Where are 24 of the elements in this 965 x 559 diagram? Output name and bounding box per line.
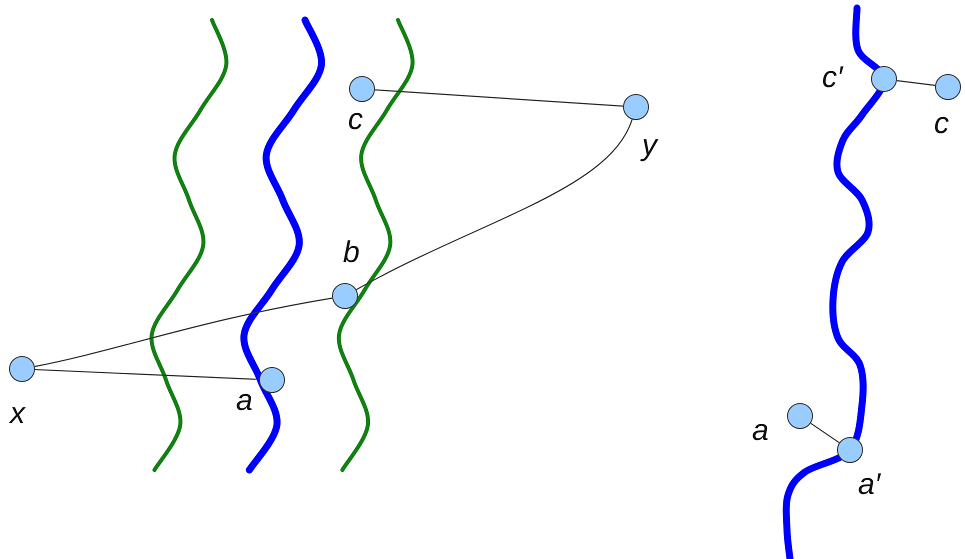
point-label: a′ (858, 470, 880, 500)
point-marker (871, 66, 897, 92)
point-marker (623, 94, 649, 120)
connecting-line (374, 89, 624, 107)
point-marker (837, 437, 863, 463)
connecting-line (810, 422, 840, 444)
point-label: a (752, 416, 769, 446)
point-marker (259, 367, 285, 393)
point-label: c (348, 105, 363, 135)
connecting-line (356, 119, 633, 290)
point-marker (332, 283, 358, 309)
point-label: y (642, 131, 657, 161)
point-marker (9, 356, 35, 382)
connecting-line (34, 368, 260, 380)
point-label: b (343, 238, 360, 268)
connecting-line (34, 298, 332, 368)
point-label: c (934, 109, 949, 139)
point-marker (349, 76, 375, 102)
point-label: a (236, 386, 253, 416)
point-marker (787, 403, 813, 429)
point-marker (935, 74, 961, 100)
connecting-line (896, 80, 936, 86)
point-label: c′ (822, 63, 843, 93)
point-label: x (10, 399, 25, 429)
